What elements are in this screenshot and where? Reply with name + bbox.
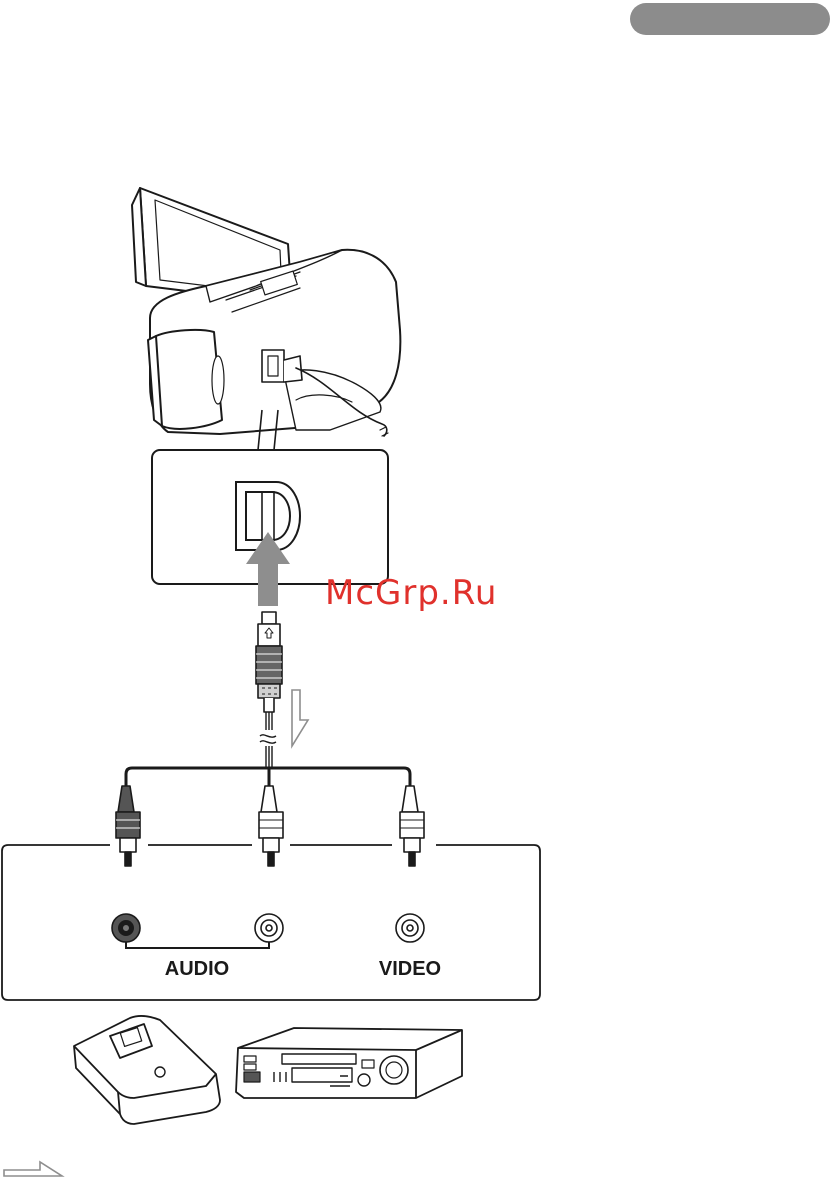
cable-main-lower [266,746,272,768]
audio-left-jack [112,914,140,942]
rca-plug-audio-right [259,786,283,866]
audio-right-jack [255,914,283,942]
recorder-icon [74,1016,220,1124]
video-label: VIDEO [379,958,441,980]
cable-split [126,768,410,786]
vcr-icon [236,1028,462,1098]
watermark-text: McGrp.Ru [325,573,497,613]
audio-label: AUDIO [165,958,229,980]
signal-direction-arrow [292,690,308,746]
video-jack [396,914,424,942]
cable-break [260,735,276,743]
av-cable-plug [256,612,282,712]
cable-main [266,712,272,730]
footer-arrow [4,1162,62,1176]
camcorder-icon [132,188,400,436]
rca-plug-audio-left [116,786,140,866]
rca-plug-video [400,786,424,866]
header-tab [630,3,830,35]
audio-bracket [126,942,269,948]
